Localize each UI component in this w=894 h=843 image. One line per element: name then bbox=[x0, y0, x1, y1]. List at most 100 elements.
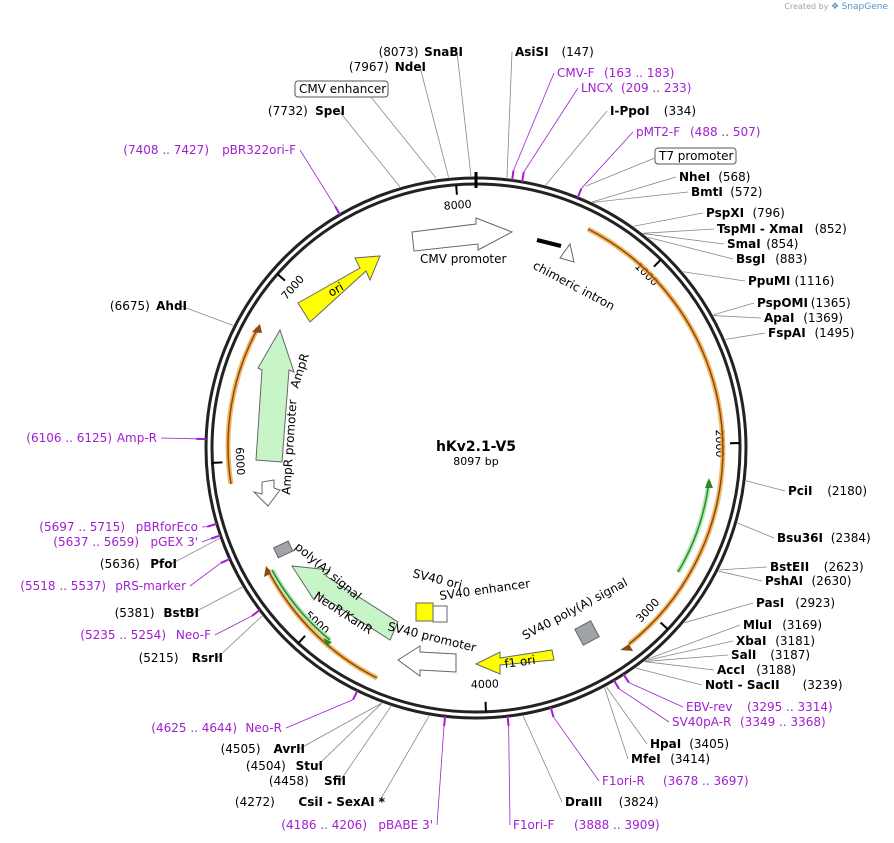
enzyme-position: (1365) bbox=[811, 296, 851, 310]
primer-range: (4186 .. 4206) bbox=[281, 818, 367, 832]
enzyme-name: ApaI bbox=[764, 311, 794, 325]
enzyme-name: RsrII bbox=[192, 651, 223, 665]
primer-leader-line bbox=[201, 538, 212, 543]
enzyme-position: (2384) bbox=[831, 531, 871, 545]
enzyme-name: PspXI bbox=[706, 206, 744, 220]
enzyme-leader-line bbox=[338, 110, 401, 188]
sv40-polya-box bbox=[574, 620, 600, 646]
enzyme-name: NotI - SacII bbox=[705, 678, 780, 692]
green-arc-right-line bbox=[677, 480, 710, 573]
enzyme-leader-line bbox=[605, 686, 648, 745]
enzyme-position: (4505) bbox=[221, 742, 261, 756]
chimeric-intron-bar bbox=[536, 238, 562, 248]
enzyme-name: TspMI - XmaI bbox=[717, 222, 803, 236]
enzyme-position: (4504) bbox=[246, 759, 286, 773]
enzyme-name: AsiSI bbox=[515, 45, 549, 59]
enzyme-position: (4272) bbox=[235, 795, 275, 809]
primer-range: (7408 .. 7427) bbox=[123, 143, 209, 157]
primer-range: (3678 .. 3697) bbox=[663, 774, 749, 788]
enzyme-leader-line bbox=[683, 271, 746, 282]
scale-tick-label: 8000 bbox=[443, 198, 472, 213]
scale-tick bbox=[276, 273, 286, 282]
primer-leader-line bbox=[508, 726, 511, 826]
enzyme-leader-line bbox=[592, 191, 689, 203]
orf-arc-right-line bbox=[587, 228, 724, 645]
enzyme-leader-line bbox=[643, 233, 725, 245]
cmv-enhancer-box bbox=[294, 80, 389, 98]
enzyme-name: Bsu36I bbox=[777, 531, 823, 545]
t7-promoter-box bbox=[654, 147, 737, 165]
enzyme-name: AvrII bbox=[273, 742, 305, 756]
scale-tick bbox=[653, 258, 662, 268]
sv40-promoter-arrow bbox=[397, 645, 457, 677]
orf-arc-left-top-head bbox=[252, 324, 262, 333]
enzyme-leader-line bbox=[419, 66, 449, 178]
enzyme-position: (5215) bbox=[139, 651, 179, 665]
enzyme-name: SmaI bbox=[727, 237, 761, 251]
primer-mark bbox=[622, 673, 630, 684]
credit-brand: SnapGene bbox=[841, 2, 888, 12]
enzyme-name: DraIII bbox=[565, 795, 602, 809]
enzyme-position: (5381) bbox=[115, 606, 155, 620]
enzyme-position: (2180) bbox=[827, 484, 867, 498]
enzyme-leader-line bbox=[378, 715, 430, 803]
primer-leader-line bbox=[628, 682, 684, 708]
enzyme-leader-line bbox=[545, 110, 608, 186]
primer-range: (488 .. 507) bbox=[690, 125, 760, 139]
enzyme-name: BstBI bbox=[163, 606, 199, 620]
enzyme-position: (854) bbox=[766, 237, 798, 251]
chimeric-intron-arrow bbox=[559, 242, 575, 263]
enzyme-name: PciI bbox=[788, 484, 813, 498]
primer-name: F1ori-F bbox=[513, 818, 554, 832]
credit-prefix: Created by bbox=[784, 2, 829, 11]
enzyme-name: BsgI bbox=[736, 252, 765, 266]
f1-ori-arrow bbox=[474, 649, 555, 675]
enzyme-leader-line bbox=[645, 640, 734, 662]
plasmid-length: 8097 bp bbox=[453, 455, 498, 468]
primer-mark bbox=[506, 716, 510, 727]
primer-range: (3888 .. 3909) bbox=[574, 818, 660, 832]
primer-mark bbox=[220, 558, 231, 564]
enzyme-name: PasI bbox=[756, 596, 784, 610]
enzyme-position: (3169) bbox=[782, 618, 822, 632]
enzyme-leader-line bbox=[644, 661, 715, 671]
primer-range: (163 .. 183) bbox=[604, 66, 674, 80]
primer-name: pGEX 3' bbox=[151, 535, 198, 549]
enzyme-leader-line bbox=[633, 212, 704, 227]
primer-leader-line bbox=[523, 87, 579, 173]
enzyme-leader-line bbox=[591, 176, 677, 203]
enzyme-name: PspOMI bbox=[757, 296, 808, 310]
feature-label: ori bbox=[326, 280, 347, 300]
primer-range: (209 .. 233) bbox=[621, 81, 691, 95]
enzyme-name: AhdI bbox=[156, 299, 187, 313]
enzyme-position: (2923) bbox=[795, 596, 835, 610]
primer-leader-line bbox=[436, 726, 445, 826]
primer-leader-line bbox=[513, 72, 555, 171]
enzyme-leader-line bbox=[684, 602, 754, 624]
enzyme-name: SpeI bbox=[315, 104, 345, 118]
feature-label: SV40 poly(A) signal bbox=[520, 575, 630, 642]
primer-mark bbox=[210, 534, 221, 540]
green-arc-left-head bbox=[323, 638, 332, 646]
leader-line bbox=[585, 157, 656, 187]
enzyme-position: (3824) bbox=[619, 795, 659, 809]
scale-tick bbox=[297, 635, 306, 644]
orf-arc-left-top-line bbox=[227, 327, 259, 485]
primer-name: pBRforEco bbox=[136, 520, 198, 534]
enzyme-name: CsiI - SexAI * bbox=[298, 795, 385, 809]
scale-tick-label: 7000 bbox=[279, 273, 307, 303]
boxed-feature-label: T7 promoter bbox=[658, 149, 734, 163]
enzyme-leader-line bbox=[604, 687, 629, 760]
enzyme-position: (4458) bbox=[269, 774, 309, 788]
green-arc-left-line bbox=[271, 569, 331, 641]
primer-leader-line bbox=[299, 149, 336, 207]
scale-tick bbox=[659, 621, 669, 631]
enzyme-leader-line bbox=[192, 586, 243, 614]
enzyme-name: SnaBI bbox=[424, 45, 463, 59]
primer-leader-line bbox=[160, 437, 197, 440]
enzyme-position: (1116) bbox=[795, 274, 835, 288]
primer-name: EBV-rev bbox=[686, 700, 732, 714]
primer-leader-line bbox=[214, 615, 253, 636]
enzyme-name: SalI bbox=[731, 648, 756, 662]
